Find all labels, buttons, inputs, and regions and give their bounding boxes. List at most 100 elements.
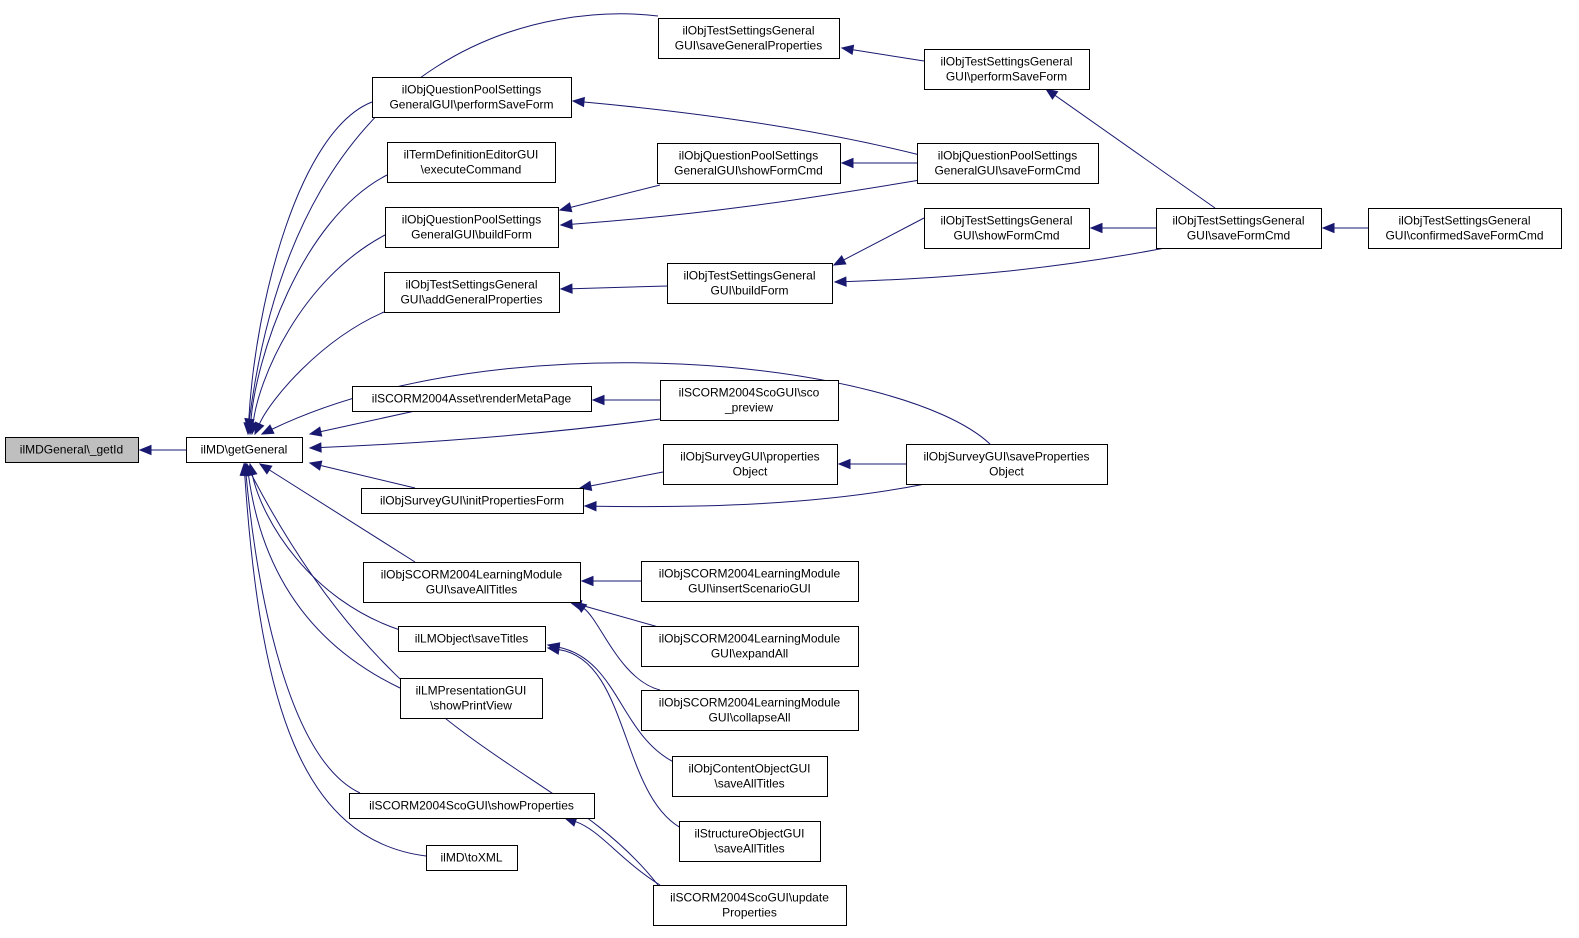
node-box <box>663 444 838 485</box>
node-box <box>361 488 584 514</box>
arrowhead <box>573 601 588 613</box>
arrowhead <box>583 500 597 512</box>
node-struct-save[interactable]: ilStructureObjectGUI\saveAllTitles <box>679 821 821 862</box>
arrowhead <box>308 460 323 471</box>
node-ts-confirmed[interactable]: ilObjTestSettingsGeneralGUI\confirmedSav… <box>1368 208 1562 249</box>
node-qp-build[interactable]: ilObjQuestionPoolSettingsGeneralGUI\buil… <box>385 207 559 248</box>
node-label-line: Object <box>733 465 768 479</box>
node-label-line: ilObjSCORM2004LearningModule <box>659 696 841 710</box>
node-sco-showprop[interactable]: ilSCORM2004ScoGUI\showProperties <box>349 793 595 819</box>
node-ts-savegen[interactable]: ilObjTestSettingsGeneralGUI\saveGeneralP… <box>658 18 840 59</box>
edge-n_qp_saveform-to-n_qp_perform <box>571 96 921 156</box>
node-box <box>667 263 833 304</box>
edge-line <box>320 465 416 489</box>
arrowhead <box>254 421 265 436</box>
node-content-save[interactable]: ilObjContentObjectGUI\saveAllTitles <box>672 756 828 797</box>
node-label-line: ilSCORM2004ScoGUI\update <box>670 891 829 905</box>
arrowhead <box>138 444 152 456</box>
edge-line <box>558 649 686 831</box>
node-survey-init[interactable]: ilObjSurveyGUI\initPropertiesForm <box>361 488 584 514</box>
node-sco-preview[interactable]: ilSCORM2004ScoGUI\sco_preview <box>660 380 839 421</box>
edge-line <box>1054 94 1216 209</box>
node-lmpres[interactable]: ilLMPresentationGUI\showPrintView <box>400 678 543 719</box>
arrowhead <box>840 157 854 169</box>
node-box <box>672 756 828 797</box>
edge-line <box>245 474 361 794</box>
arrowhead <box>833 276 847 287</box>
edge-line <box>248 101 373 424</box>
edge-line <box>250 174 388 424</box>
edge-line <box>269 469 416 563</box>
edge-line <box>575 821 661 886</box>
node-box <box>653 885 847 926</box>
edge-n_survey_init-to-n_getgeneral <box>308 460 416 489</box>
edge-line <box>251 474 401 631</box>
node-ts-perform[interactable]: ilObjTestSettingsGeneralGUI\performSaveF… <box>924 49 1090 90</box>
edge-n_sco_update-to-n_getgeneral <box>245 462 659 886</box>
node-label-line: ilObjTestSettingsGeneral <box>1398 214 1530 228</box>
arrowhead <box>308 442 322 453</box>
node-getid[interactable]: ilMDGeneral\_getId <box>5 437 139 463</box>
node-box <box>924 49 1090 90</box>
node-box <box>398 626 546 652</box>
edge-n_sco_update-to-n_sco_showprop <box>563 816 661 886</box>
edge-n_qp_saveform-to-n_qp_showform <box>840 157 917 169</box>
node-box <box>387 142 556 183</box>
edge-line <box>571 285 668 290</box>
arrowhead <box>558 202 573 213</box>
edge-n_ts_saveform-to-n_ts_showform <box>1089 222 1156 234</box>
node-termdef[interactable]: ilTermDefinitionEditorGUI\executeCommand <box>387 142 556 183</box>
node-ts-addgen[interactable]: ilObjTestSettingsGeneralGUI\addGeneralPr… <box>384 272 560 313</box>
node-box <box>641 626 859 667</box>
node-box <box>5 437 139 463</box>
node-scorm-render[interactable]: ilSCORM2004Asset\renderMetaPage <box>352 386 592 412</box>
node-label-line: ilMD\toXML <box>440 851 502 865</box>
node-box <box>641 690 859 731</box>
arrowhead <box>837 458 851 470</box>
edge-n_scorm_render-to-n_getgeneral <box>308 410 416 437</box>
node-box <box>1156 208 1322 249</box>
edge-n_survey_propobj-to-n_survey_init <box>578 471 664 491</box>
arrowhead <box>571 96 585 108</box>
arrowhead <box>559 218 573 230</box>
node-getgeneral[interactable]: ilMD\getGeneral <box>186 437 303 463</box>
arrowhead <box>580 575 594 587</box>
node-lm-insert[interactable]: ilObjSCORM2004LearningModuleGUI\insertSc… <box>641 561 859 602</box>
node-lm-saveall[interactable]: ilObjSCORM2004LearningModuleGUI\saveAllT… <box>363 562 581 603</box>
node-box <box>1368 208 1562 249</box>
node-qp-saveform[interactable]: ilObjQuestionPoolSettingsGeneralGUI\save… <box>917 143 1099 184</box>
arrowhead <box>1044 88 1059 100</box>
node-label-line: ilStructureObjectGUI <box>694 827 804 841</box>
edge-line <box>320 410 416 433</box>
edge-line <box>250 473 659 886</box>
edge-line <box>583 101 921 156</box>
edge-n_survey_saveprop-to-n_survey_init <box>583 483 926 512</box>
node-label-line: ilObjTestSettingsGeneral <box>683 269 815 283</box>
node-lmobj-save[interactable]: ilLMObject\saveTitles <box>398 626 546 652</box>
edge-n_ts_confirmed-to-n_ts_saveform <box>1321 222 1368 234</box>
node-label-line: GUI\showFormCmd <box>953 229 1059 243</box>
node-lm-expand[interactable]: ilObjSCORM2004LearningModuleGUI\expandAl… <box>641 626 859 667</box>
node-box <box>924 208 1090 249</box>
node-label-line: ilMD\getGeneral <box>201 443 288 457</box>
edge-n_ts_savegen-to-n_getgeneral <box>244 13 659 432</box>
edge-line <box>583 608 661 691</box>
node-label-line: GUI\saveGeneralProperties <box>675 39 822 53</box>
node-lm-collapse[interactable]: ilObjSCORM2004LearningModuleGUI\collapse… <box>641 690 859 731</box>
node-label-line: ilSCORM2004ScoGUI\showProperties <box>369 799 574 813</box>
edges-layer <box>138 13 1368 886</box>
node-label-line: \saveAllTitles <box>714 777 784 791</box>
node-box <box>660 380 839 421</box>
node-qp-perform[interactable]: ilObjQuestionPoolSettingsGeneralGUI\perf… <box>372 77 572 118</box>
arrowhead <box>244 417 255 432</box>
edge-line <box>595 483 926 508</box>
edge-n_sco_preview-to-n_getgeneral <box>308 418 661 453</box>
node-qp-showform[interactable]: ilObjQuestionPoolSettingsGeneralGUI\show… <box>657 143 841 184</box>
node-toxml[interactable]: ilMD\toXML <box>426 845 518 871</box>
